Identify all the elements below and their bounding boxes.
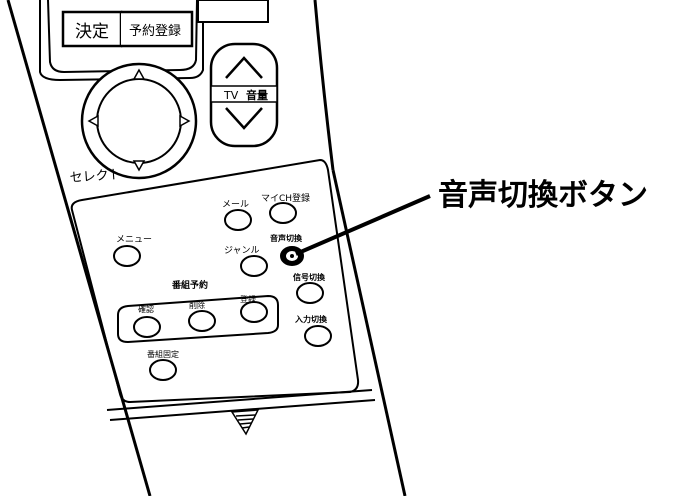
input-switch-button-label: 入力切換 <box>294 314 328 324</box>
register-button[interactable] <box>240 301 268 323</box>
menu-button-label: メニュー <box>116 235 152 245</box>
dpad-down-icon[interactable] <box>132 160 146 172</box>
volume-label: 音量 <box>246 88 268 102</box>
program-reserve-group <box>117 294 279 344</box>
dpad[interactable] <box>80 62 198 180</box>
program-reserve-label: 番組予約 <box>171 279 208 291</box>
remote-body <box>6 0 407 496</box>
audio-switch-callout-label: 音声切換ボタン <box>438 178 648 213</box>
delete-button[interactable] <box>188 310 216 332</box>
input-switch-button[interactable] <box>304 325 332 347</box>
dpad-right-icon[interactable] <box>179 114 191 128</box>
confirm-button[interactable] <box>133 316 161 338</box>
mych-button[interactable] <box>269 202 297 224</box>
decide-button[interactable]: 決定 <box>61 10 123 48</box>
battery-cover <box>106 389 376 421</box>
volume-tv-label: TV <box>223 89 239 102</box>
select-label: セレクト <box>69 167 122 186</box>
register-button-label: 登録 <box>240 294 256 304</box>
dpad-up-icon[interactable] <box>132 68 146 80</box>
mail-button-label: メール <box>222 200 249 210</box>
audio-switch-button[interactable] <box>280 246 304 266</box>
genre-button-label: ジャンル <box>224 246 260 256</box>
confirm-button-label: 確認 <box>138 304 154 314</box>
volume-down-icon[interactable] <box>225 107 263 130</box>
program-fixed-button[interactable] <box>149 359 177 381</box>
volume-up-icon[interactable] <box>225 56 263 79</box>
reserve-button[interactable]: 予約登録 <box>121 10 194 48</box>
volume-rocker[interactable]: TV 音量 <box>209 42 279 148</box>
reserve-button-label: 予約登録 <box>129 24 181 39</box>
top-right-key[interactable] <box>197 0 269 23</box>
decide-button-label: 決定 <box>75 22 109 42</box>
dpad-left-icon[interactable] <box>87 114 99 128</box>
menu-button[interactable] <box>113 245 141 267</box>
delete-button-label: 削除 <box>189 300 205 310</box>
signal-switch-button[interactable] <box>296 282 324 304</box>
signal-switch-button-label: 信号切換 <box>293 272 326 282</box>
callout-leader-line <box>295 194 431 256</box>
mail-button[interactable] <box>224 209 252 231</box>
cover-arrow-icon <box>230 409 260 436</box>
audio-switch-button-label: 音声切換 <box>270 233 303 243</box>
mych-button-label: マイCH登録 <box>261 192 310 204</box>
program-fixed-button-label: 番組固定 <box>147 349 179 359</box>
genre-button[interactable] <box>240 255 268 277</box>
